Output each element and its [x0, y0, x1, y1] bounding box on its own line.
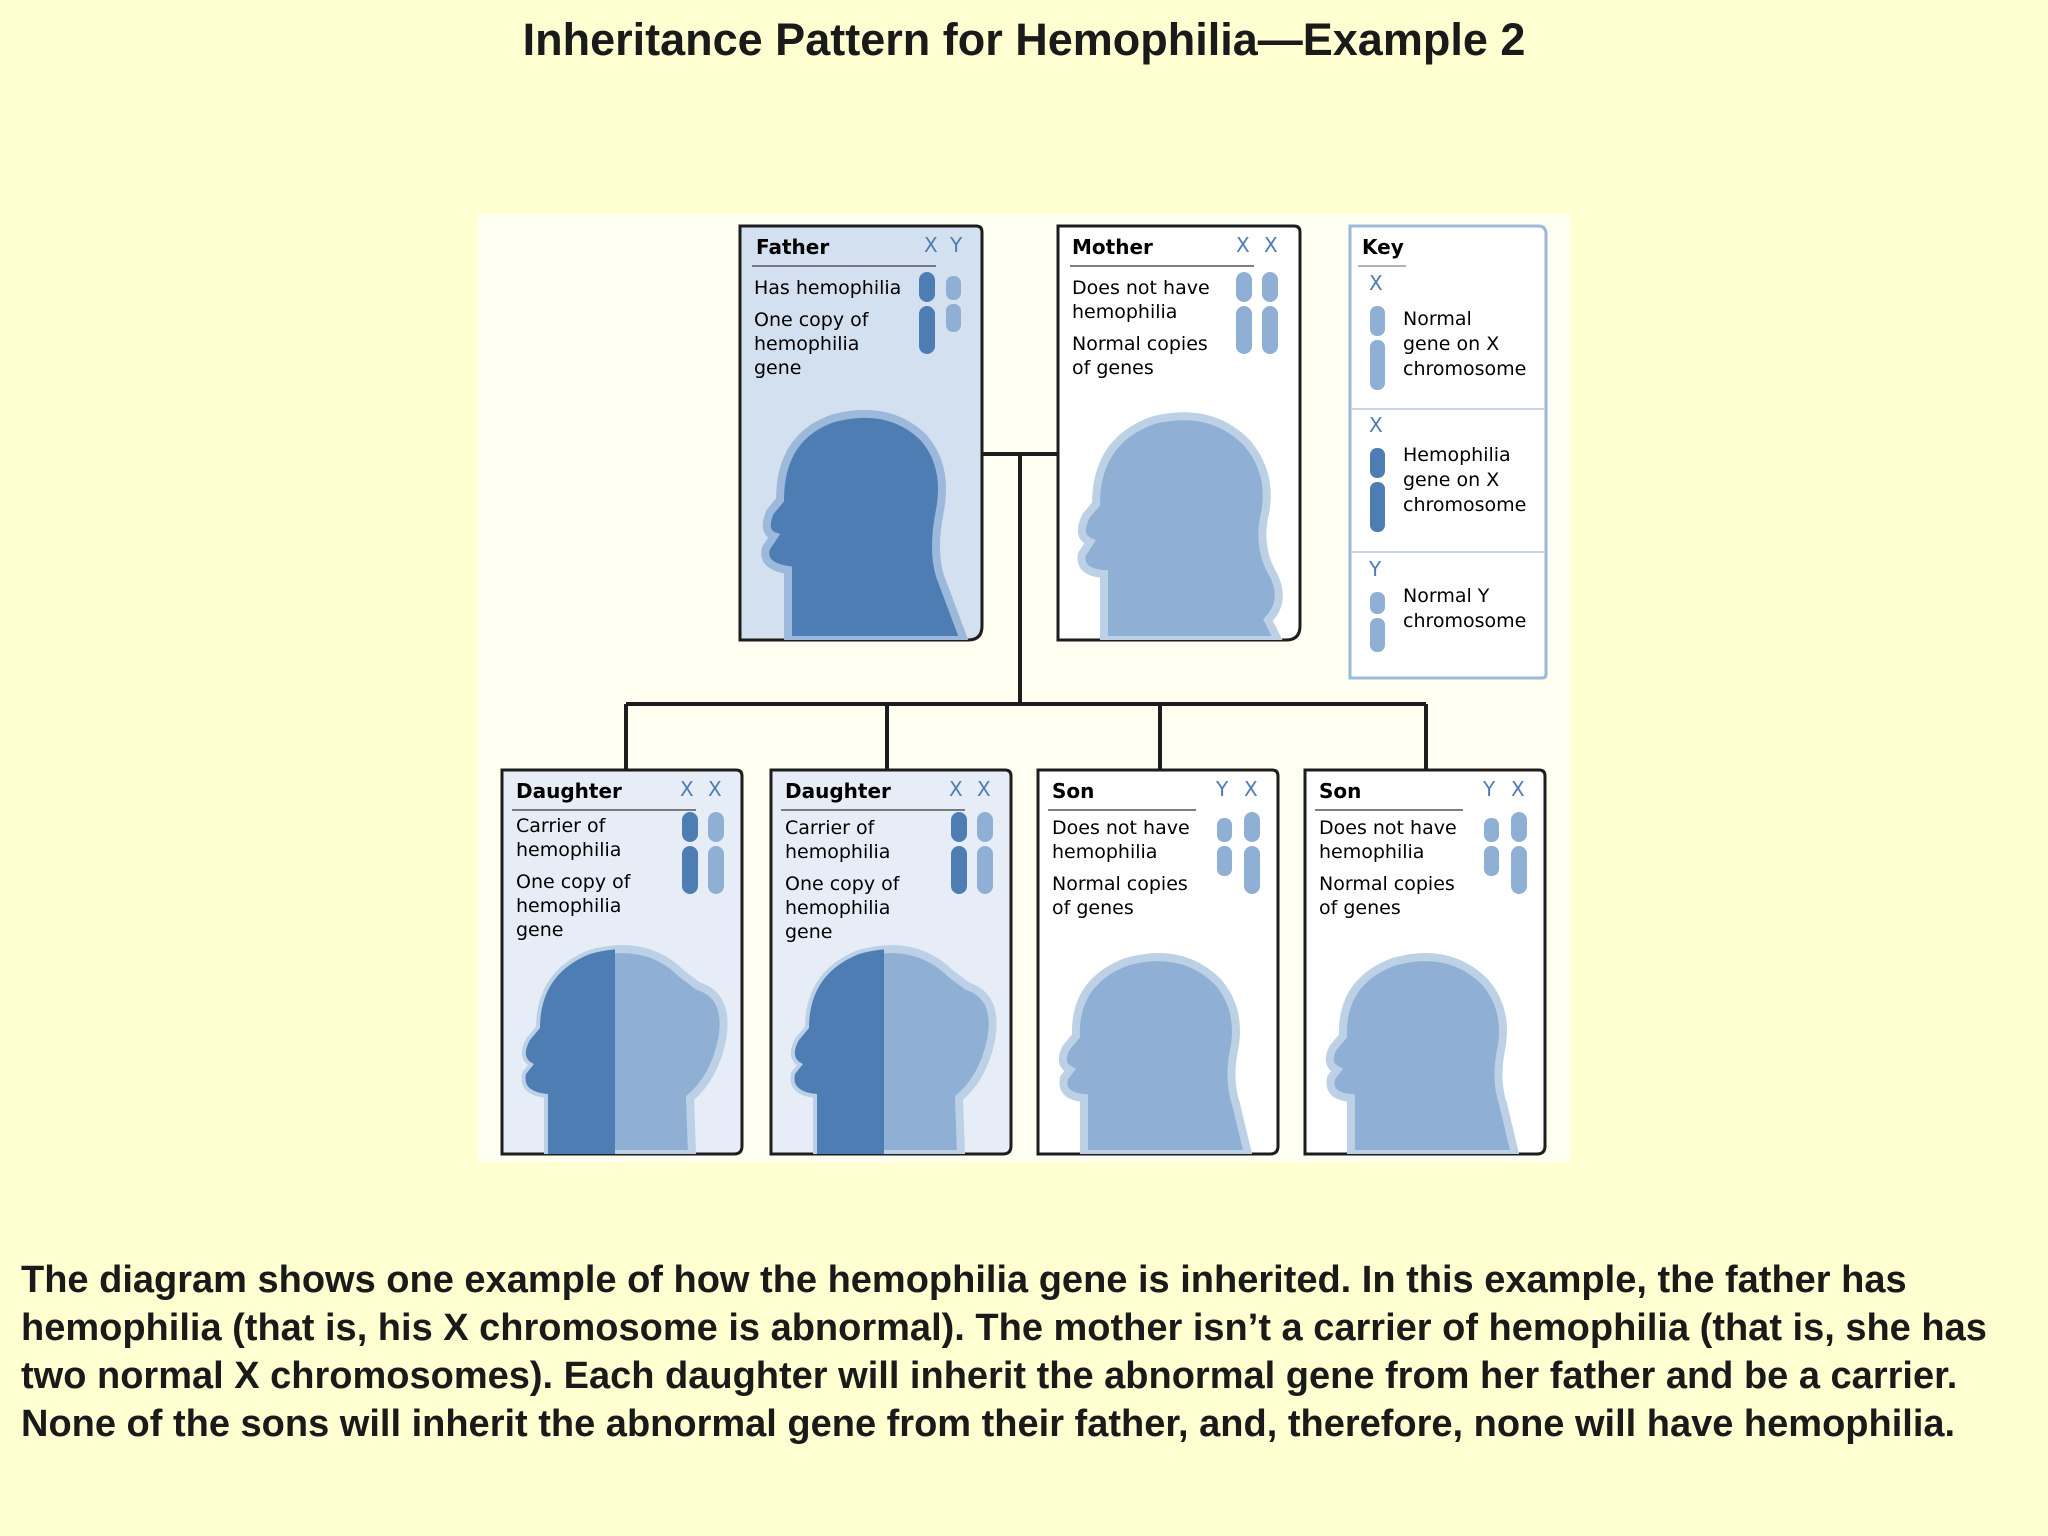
son-1-status-line-1: Does not have [1052, 817, 1190, 839]
key-item-3-line-1: Normal Y [1403, 585, 1490, 607]
diagram-caption: The diagram shows one example of how the… [21, 1259, 1987, 1445]
mother-silhouette [1077, 412, 1285, 640]
son-2-chrom-label-1: Y [1482, 777, 1496, 801]
key-item-1-letter: X [1369, 271, 1383, 295]
son-2-status-line-1: Does not have [1319, 817, 1457, 839]
daughter-2-detail-line-3: gene [785, 921, 832, 943]
son-panel-2: Son Y X Does not have hemophilia Normal … [1303, 768, 1547, 1156]
daughter-2-x-chromosome-normal [977, 812, 993, 894]
son-1-status-line-2: hemophilia [1052, 841, 1157, 863]
key-item-1-line-3: chromosome [1403, 358, 1526, 380]
father-detail-line-3: gene [754, 357, 801, 379]
key-item-3-letter: Y [1368, 557, 1382, 581]
father-chrom-label-1: X [924, 233, 938, 257]
key-item-2-line-3: chromosome [1403, 494, 1526, 516]
son-2-chrom-label-2: X [1511, 777, 1525, 801]
daughter-1-chrom-label-2: X [708, 777, 722, 801]
father-y-chromosome [946, 276, 961, 332]
father-x-chromosome-affected [919, 272, 935, 354]
mother-status-line-2: hemophilia [1072, 301, 1177, 323]
father-name: Father [756, 235, 829, 259]
son-2-y-chromosome [1484, 818, 1499, 876]
pedigree-lines [624, 452, 1428, 770]
daughter-panel-1: Daughter X X Carrier of hemophilia One c… [500, 768, 744, 1156]
son-1-y-chromosome [1217, 818, 1232, 876]
son-2-detail-line-1: Normal copies [1319, 873, 1455, 895]
son-2-status-line-2: hemophilia [1319, 841, 1424, 863]
key-item-normal-x: X Normal gene on X chromosome [1369, 271, 1526, 390]
son-1-x-chromosome-normal [1244, 812, 1260, 894]
daughter-2-silhouette [790, 945, 997, 1154]
son-2-x-chromosome-normal [1511, 812, 1527, 894]
key-hemophilia-x-chromosome [1370, 448, 1385, 478]
key-item-3-line-2: chromosome [1403, 610, 1526, 632]
mother-panel: Mother X X Does not have hemophilia Norm… [1056, 224, 1302, 642]
mother-detail-line-2: of genes [1072, 357, 1154, 379]
daughter-2-status-line-2: hemophilia [785, 841, 890, 863]
mother-x-chromosome-2 [1262, 272, 1278, 354]
key-item-2-letter: X [1369, 413, 1383, 437]
daughter-1-status-line-2: hemophilia [516, 839, 621, 861]
daughter-1-detail-line-1: One copy of [516, 871, 632, 893]
son-2-silhouette [1325, 953, 1521, 1154]
key-normal-x-chromosome [1370, 306, 1385, 336]
daughter-2-chrom-label-1: X [949, 777, 963, 801]
daughter-1-x-chromosome-affected [682, 812, 698, 894]
daughter-1-silhouette [521, 945, 728, 1154]
key-item-hemophilia-x: X Hemophilia gene on X chromosome [1369, 413, 1526, 532]
page-title: Inheritance Pattern for Hemophilia—Examp… [522, 14, 1526, 65]
key-panel: Key X Normal gene on X chromosome X Hemo… [1348, 224, 1548, 680]
daughter-2-chrom-label-2: X [977, 777, 991, 801]
daughter-panel-2: Daughter X X Carrier of hemophilia One c… [769, 768, 1013, 1156]
key-item-1-line-2: gene on X [1403, 333, 1499, 355]
key-title: Key [1362, 235, 1404, 259]
mother-status-line-1: Does not have [1072, 277, 1210, 299]
father-chrom-label-2: Y [949, 233, 963, 257]
son-2-detail-line-2: of genes [1319, 897, 1401, 919]
key-item-normal-y: Y Normal Y chromosome [1368, 557, 1526, 652]
mother-x-chromosome-1 [1236, 272, 1252, 354]
daughter-2-x-chromosome-affected [951, 812, 967, 894]
daughter-1-chrom-label-1: X [680, 777, 694, 801]
pedigree-diagram: Father X Y Has hemophilia One copy of he… [478, 214, 1570, 1162]
daughter-1-status-line-1: Carrier of [516, 815, 607, 837]
father-detail-line-2: hemophilia [754, 333, 859, 355]
daughter-1-detail-line-3: gene [516, 919, 563, 941]
father-detail-line-1: One copy of [754, 309, 870, 331]
mother-name: Mother [1072, 235, 1153, 259]
key-normal-y-chromosome [1370, 592, 1385, 614]
daughter-1-name: Daughter [516, 779, 622, 803]
son-2-name: Son [1319, 779, 1361, 803]
mother-chrom-label-1: X [1236, 233, 1250, 257]
father-silhouette [761, 409, 970, 640]
son-1-detail-line-2: of genes [1052, 897, 1134, 919]
mother-chrom-label-2: X [1264, 233, 1278, 257]
son-1-silhouette [1058, 953, 1254, 1154]
father-panel: Father X Y Has hemophilia One copy of he… [738, 224, 984, 642]
key-item-2-line-2: gene on X [1403, 469, 1499, 491]
key-item-2-line-1: Hemophilia [1403, 444, 1511, 466]
key-item-1-line-1: Normal [1403, 308, 1472, 330]
father-status: Has hemophilia [754, 277, 901, 299]
daughter-2-detail-line-2: hemophilia [785, 897, 890, 919]
daughter-2-status-line-1: Carrier of [785, 817, 876, 839]
son-1-chrom-label-2: X [1244, 777, 1258, 801]
son-1-name: Son [1052, 779, 1094, 803]
daughter-2-detail-line-1: One copy of [785, 873, 901, 895]
mother-detail-line-1: Normal copies [1072, 333, 1208, 355]
daughter-1-x-chromosome-normal [708, 812, 724, 894]
daughter-1-detail-line-2: hemophilia [516, 895, 621, 917]
son-1-chrom-label-1: Y [1215, 777, 1229, 801]
son-1-detail-line-1: Normal copies [1052, 873, 1188, 895]
daughter-2-name: Daughter [785, 779, 891, 803]
son-panel-1: Son Y X Does not have hemophilia Normal … [1036, 768, 1280, 1156]
